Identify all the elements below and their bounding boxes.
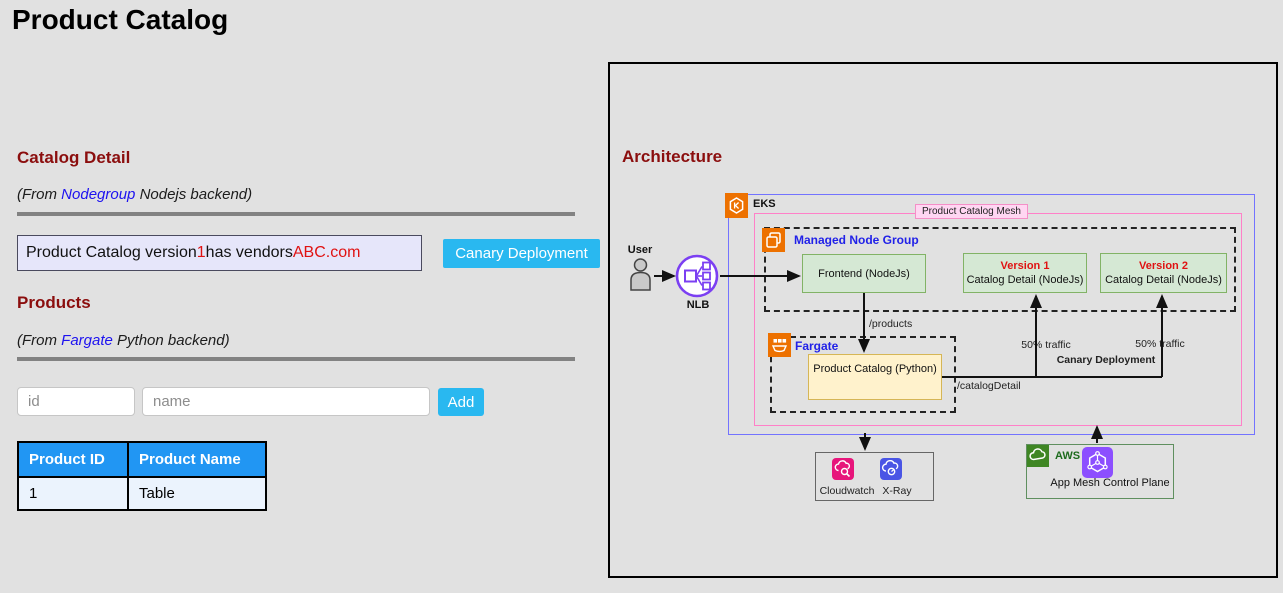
product-id-input[interactable]: [17, 387, 135, 416]
add-product-button[interactable]: Add: [438, 388, 484, 416]
products-source-line: (From Fargate Python backend): [17, 332, 230, 349]
version2-title: Version 2: [1139, 260, 1188, 272]
cloudwatch-icon: [832, 458, 854, 480]
products-source-suffix: Python backend): [112, 332, 230, 349]
product-catalog-python-label: Product Catalog (Python): [813, 363, 937, 375]
product-id-cell: 1: [17, 476, 129, 511]
products-path-label: /products: [869, 318, 913, 330]
architecture-heading: Architecture: [622, 147, 723, 166]
traffic-left-label: 50% traffic: [1021, 339, 1071, 351]
product-name-input[interactable]: [142, 387, 430, 416]
version-number: 1: [196, 244, 206, 261]
cloudwatch-label: Cloudwatch: [819, 485, 875, 497]
products-heading: Products: [17, 293, 91, 312]
catalog-source-prefix: (From: [17, 186, 62, 203]
divider: [17, 357, 575, 361]
nlb-icon: [675, 254, 719, 303]
products-table: Product ID Product Name 1 Table: [17, 441, 267, 511]
products-source-prefix: (From: [17, 332, 62, 349]
version-middle: has vendors: [205, 244, 293, 261]
product-id-header: Product ID: [17, 441, 129, 478]
aws-label: AWS: [1055, 450, 1081, 462]
version2-box: Version 2 Catalog Detail (NodeJs): [1100, 253, 1227, 293]
managed-node-group-boundary: [764, 227, 1236, 312]
table-row: 1 Table: [17, 476, 267, 511]
managed-node-group-icon: [762, 228, 785, 252]
monitoring-box: [815, 452, 934, 501]
vendor-name: ABC.com: [292, 244, 361, 261]
fargate-label: Fargate: [795, 339, 839, 353]
app-mesh-icon: [1082, 447, 1113, 478]
aws-cloud-box: [1026, 444, 1174, 499]
eks-icon: [725, 193, 748, 218]
table-header-row: Product ID Product Name: [17, 441, 267, 478]
architecture-panel: Architecture Product Catalog Mesh EKS Ma…: [608, 62, 1278, 578]
managed-node-group-label: Managed Node Group: [794, 233, 919, 247]
version1-box: Version 1 Catalog Detail (NodeJs): [963, 253, 1087, 293]
divider: [17, 212, 575, 216]
catalog-source-line: (From Nodegroup Nodejs backend): [17, 186, 252, 203]
frontend-nodejs-box: Frontend (NodeJs): [802, 254, 926, 293]
nlb-label: NLB: [686, 299, 710, 311]
user-label: User: [627, 244, 653, 256]
version2-subtitle: Catalog Detail (NodeJs): [1105, 274, 1222, 286]
page-title: Product Catalog: [12, 4, 229, 35]
eks-label: EKS: [753, 198, 776, 210]
version-prefix: Product Catalog version: [26, 244, 197, 261]
app-mesh-control-plane-label: App Mesh Control Plane: [1050, 477, 1170, 489]
product-catalog-python-box: Product Catalog (Python): [808, 354, 942, 400]
fargate-icon: [768, 333, 791, 357]
fargate-link[interactable]: Fargate: [61, 332, 113, 349]
xray-icon: [880, 458, 902, 480]
catalog-source-suffix: Nodejs backend): [135, 186, 253, 203]
aws-cloud-icon: [1027, 445, 1049, 467]
traffic-right-label: 50% traffic: [1135, 338, 1185, 350]
product-catalog-mesh-label: Product Catalog Mesh: [915, 204, 1028, 219]
xray-label: X-Ray: [882, 485, 912, 497]
canary-deployment-label: Canary Deployment: [1056, 354, 1156, 366]
frontend-label: Frontend (NodeJs): [818, 267, 910, 280]
version1-title: Version 1: [1000, 260, 1050, 272]
catalog-version-box: Product Catalog version 1 has vendors AB…: [17, 235, 422, 271]
user-icon: [627, 257, 654, 296]
catalog-detail-path-label: /catalogDetail: [957, 380, 1021, 392]
product-name-header: Product Name: [127, 441, 267, 478]
catalog-detail-heading: Catalog Detail: [17, 148, 131, 167]
eks-cluster-boundary: [728, 194, 1255, 435]
canary-deployment-button[interactable]: Canary Deployment: [443, 239, 600, 268]
product-name-cell: Table: [127, 476, 267, 511]
version1-subtitle: Catalog Detail (NodeJs): [966, 274, 1084, 286]
nodegroup-link[interactable]: Nodegroup: [61, 186, 136, 203]
